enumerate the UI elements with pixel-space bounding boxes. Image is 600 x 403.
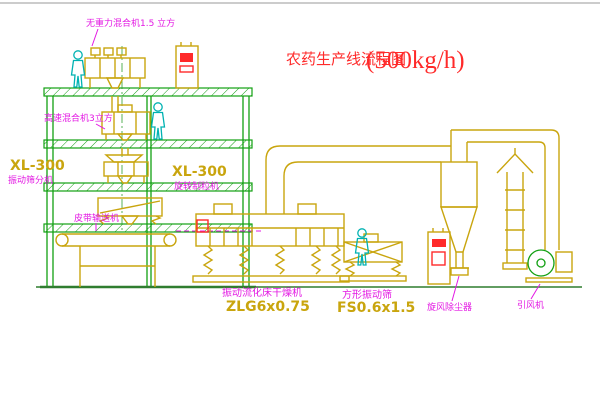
duct-to-fan (451, 129, 560, 250)
label-dryer: 振动流化床干燥机 (222, 286, 302, 299)
cyclone-separator (440, 130, 478, 276)
label-cyclone: 旋风除尘器 (427, 301, 472, 313)
label-gravity-mixer: 无重力混合机1.5 立方 (86, 17, 175, 29)
control-cabinet-floor (427, 228, 451, 285)
label-high-speed-mixer: 高速混合机3立方 (44, 112, 113, 124)
rotary-granulator (103, 154, 149, 184)
person-figure (70, 50, 86, 88)
square-sieve (339, 233, 407, 282)
dryer-inlet-gate (196, 219, 209, 233)
label-right-model: XL-300 (172, 164, 227, 180)
label-square-sieve: 方形振动筛 (342, 288, 392, 301)
exhaust-stack (496, 148, 534, 270)
induced-draft-fan (525, 249, 573, 283)
person-figure (150, 102, 166, 140)
exhaust-duct (265, 145, 451, 214)
gravity-mixer (84, 47, 146, 112)
belt-conveyor (55, 233, 177, 287)
drawing-title: 农药生产线流程图 (286, 50, 406, 68)
label-left-model: XL-300 (10, 158, 65, 174)
fluid-bed-dryer (192, 203, 350, 283)
label-sieve-model: FS0.6x1.5 (337, 300, 415, 316)
label-fan: 引风机 (517, 299, 544, 311)
label-right-machine: 旋转制粒机 (174, 180, 219, 192)
label-belt-conveyor: 皮带输送机 (74, 212, 119, 224)
label-left-machine: 振动筛分机 (8, 174, 53, 186)
high-speed-mixer (101, 104, 151, 155)
label-dryer-model: ZLG6x0.75 (226, 299, 310, 315)
drawing-title-capacity: (500kg/h) (366, 47, 465, 74)
leader-lines (91, 28, 541, 302)
vibrating-screen (97, 197, 163, 225)
control-cabinet-roof (175, 42, 199, 89)
plant-structure (36, 87, 582, 289)
